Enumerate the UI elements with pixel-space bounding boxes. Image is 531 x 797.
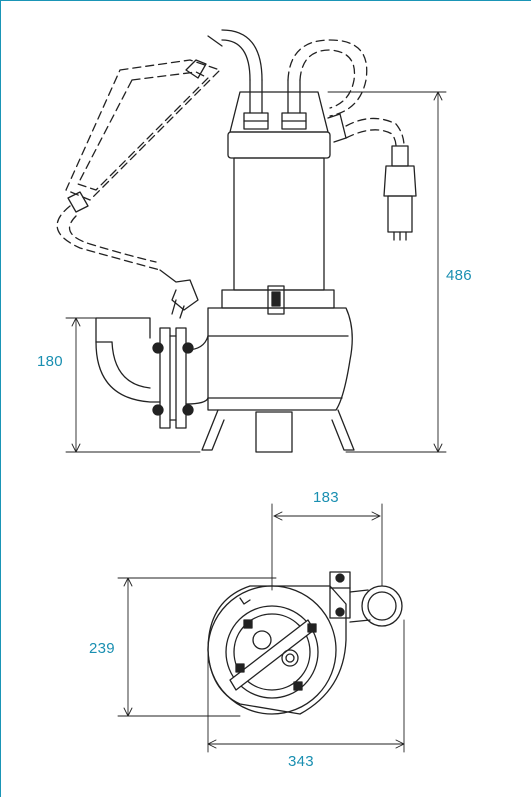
dimension-label-width: 343	[288, 753, 314, 770]
float-switch	[383, 145, 417, 241]
power-cable	[207, 29, 263, 81]
motor-head	[227, 79, 347, 159]
discharge-outlet	[95, 317, 209, 429]
pump-volute	[201, 307, 355, 453]
dimension-label-height: 486	[446, 267, 472, 284]
plug-connector	[67, 59, 207, 319]
pump-side-view	[56, 29, 417, 453]
dimension-lines-side	[65, 91, 447, 453]
dimension-lines-top	[117, 503, 405, 753]
pump-top-view	[207, 571, 403, 715]
dimension-label-outlet-offset: 183	[313, 489, 339, 506]
dimension-label-depth: 239	[89, 640, 115, 657]
control-box-dashed	[56, 59, 221, 271]
float-switch-cable	[287, 39, 405, 147]
dimension-label-outlet-height: 180	[37, 353, 63, 370]
motor-body	[221, 157, 335, 315]
